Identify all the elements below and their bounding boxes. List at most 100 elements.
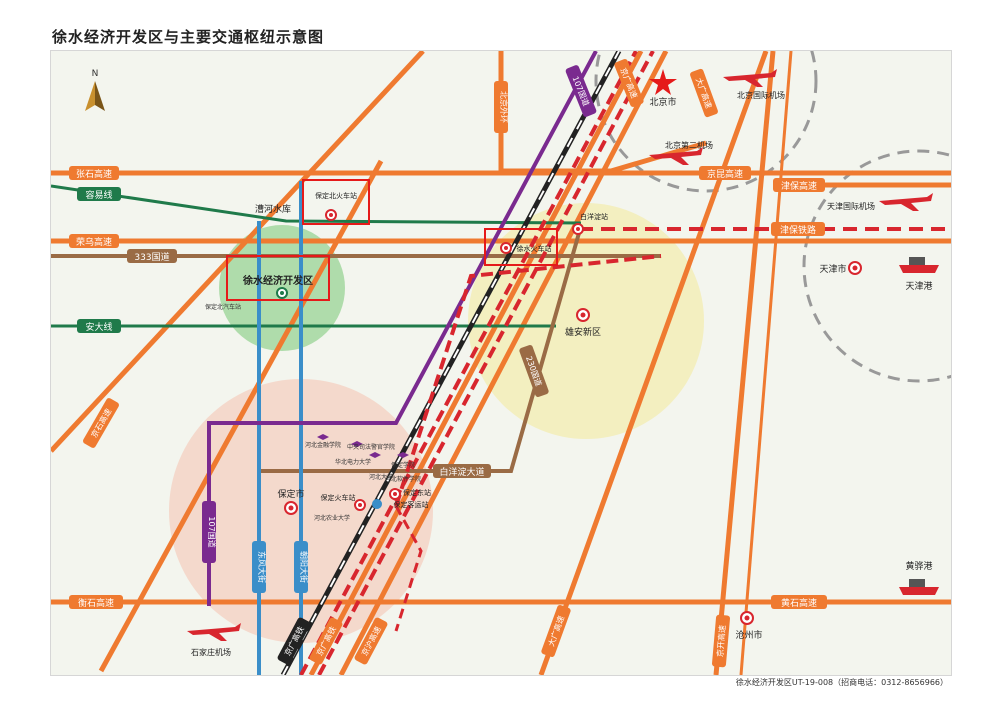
place-shijiazhuang-airport: 石家庄机场: [191, 647, 231, 657]
road-label-jingkun: 京昆高速: [699, 166, 751, 180]
road-label-daguang-bottom: 大广高速: [541, 605, 571, 657]
road-line-jinghu: [713, 51, 776, 675]
svg-text:衡石高速: 衡石高速: [78, 597, 114, 609]
target-icon-xushui-zone: [276, 287, 288, 299]
svg-text:京昆高速: 京昆高速: [707, 168, 743, 180]
svg-text:东风大街: 东风大街: [257, 551, 267, 583]
place-xiongan: 雄安新区: [565, 326, 601, 338]
university-label: 保定学院: [391, 461, 415, 469]
road-label-333: 333国道: [127, 249, 177, 263]
ship-icon: [899, 579, 939, 595]
university-label: 中央司法警官学院: [347, 443, 395, 451]
highlight-box-xushui-station: [484, 228, 558, 266]
airplane-icon: [723, 69, 777, 87]
airplane-icon: [879, 193, 933, 211]
svg-text:张石高速: 张石高速: [76, 168, 112, 180]
place-baoding-bus-center: 保定客运站: [394, 500, 429, 509]
svg-text:津保铁路: 津保铁路: [780, 224, 816, 236]
road-line-jingkai: [338, 51, 669, 675]
svg-text:333国道: 333国道: [134, 251, 169, 263]
place-tianjin-airport: 天津国际机场: [827, 201, 875, 211]
place-baoding-bus-station: 保定北汽车站: [205, 303, 241, 311]
svg-text:白洋淀大道: 白洋淀大道: [439, 466, 484, 478]
svg-text:北京外环: 北京外环: [499, 91, 509, 123]
page-title: 徐水经济开发区与主要交通枢纽示意图: [52, 28, 325, 46]
map-frame[interactable]: 张石高速 容易线 荣乌高速 333国道 安大线 衡石高速 黄石高速 京昆高速 津…: [50, 50, 952, 676]
svg-text:荣乌高速: 荣乌高速: [76, 236, 112, 248]
svg-text:N: N: [92, 69, 99, 79]
target-icon-baoding-north: [325, 209, 337, 221]
university-label: 河北农业大学: [314, 514, 350, 522]
road-label-jinghu-bottom: 京开高速: [712, 614, 730, 668]
place-huanghua-port: 黄骅港: [905, 560, 932, 572]
place-cangzhou: 沧州市: [735, 629, 762, 641]
target-icon-baiyangdian: [572, 223, 584, 235]
target-icon-xushui-station: [500, 242, 512, 254]
road-label-rongyi: 容易线: [77, 187, 121, 201]
place-beijing-airport: 北京国际机场: [737, 90, 785, 100]
place-tianjin: 天津市: [819, 263, 846, 275]
road-label-daguang-top: 大广高速: [690, 68, 718, 118]
road-line-huangshi: [51, 51, 425, 453]
svg-text:107国道: 107国道: [207, 516, 217, 547]
road-line-daguang: [538, 51, 769, 675]
svg-text:容易线: 容易线: [85, 189, 112, 201]
highlight-box-xushui-zone: [226, 255, 330, 301]
place-baoding-city: 保定市: [277, 488, 304, 500]
university-icon: [397, 452, 409, 458]
university-label: 华北电力大学: [335, 458, 371, 466]
university-icon: [351, 441, 363, 447]
place-baoding-east: 保定东站: [403, 488, 431, 497]
bus-icon: [372, 499, 382, 509]
road-label-beijing-ring: 北京外环: [494, 81, 509, 133]
star-icon: [649, 69, 677, 95]
road-label-shihuang-right: 黄石高速: [771, 595, 827, 609]
svg-text:津保高速: 津保高速: [781, 180, 817, 192]
transport-map[interactable]: 张石高速 容易线 荣乌高速 333国道 安大线 衡石高速 黄石高速 京昆高速 津…: [51, 51, 951, 675]
road-label-anda: 安大线: [77, 319, 121, 333]
svg-text:黄石高速: 黄石高速: [781, 597, 817, 609]
road-label-jinbao: 津保高速: [773, 178, 825, 192]
road-label-huangshi-diag: 京石高速: [83, 398, 119, 448]
target-icon-xiongan: [576, 308, 590, 322]
compass-arrow-icon: [85, 81, 95, 111]
place-xushui-station: 徐水火车站: [517, 244, 552, 253]
road-label-chaoyang: 朝阳大街: [294, 541, 309, 593]
rail-line-south: [394, 505, 423, 632]
rail-line-xiong: [394, 254, 662, 507]
place-baoding-north-station: 保定北火车站: [315, 191, 357, 200]
road-label-rongwu: 荣乌高速: [69, 234, 119, 248]
university-icon: [317, 434, 329, 440]
tianjin-zone: [802, 149, 951, 383]
beijing-zone: [594, 51, 818, 193]
place-baiyangdian-station: 白洋淀站: [580, 212, 608, 221]
road-line-east: [739, 51, 793, 675]
place-beijing-second-airport: 北京第二机场: [665, 140, 713, 150]
road-line-rongyi: [51, 184, 582, 225]
place-tianjin-port: 天津港: [905, 280, 932, 292]
target-icon-baoding-city: [284, 501, 298, 515]
place-caohe-reservoir: 漕河水库: [255, 203, 291, 215]
target-icon-baoding-east: [389, 488, 401, 500]
road-line-jinggang: [308, 51, 644, 675]
rail-line-red-1: [299, 51, 638, 675]
road-label-shihuang-left: 衡石高速: [69, 595, 123, 609]
rail-line-black: [280, 51, 622, 675]
road-label-dongfeng: 东风大街: [252, 541, 267, 593]
road-label-baiyang: 白洋淀大道: [433, 464, 491, 478]
airplane-icon: [649, 147, 703, 165]
svg-text:京开高速: 京开高速: [715, 625, 728, 658]
university-icon: [369, 452, 381, 458]
svg-text:安大线: 安大线: [85, 321, 112, 333]
road-label-zhangshi: 张石高速: [69, 166, 119, 180]
footer-note: 徐水经济开发区UT-19-008（招商电话：0312-8656966）: [735, 678, 948, 687]
road-label-g107-bottom: 107国道: [202, 501, 217, 563]
svg-text:朝阳大街: 朝阳大街: [299, 551, 309, 583]
place-xushui-zone: 徐水经济开发区: [242, 274, 313, 287]
airplane-icon: [187, 623, 241, 641]
road-label-jinbao-rail: 津保铁路: [771, 222, 825, 236]
rail-line-red-2: [317, 51, 655, 675]
university-label: 河北大学: [369, 473, 393, 481]
place-beijing: 北京市: [649, 96, 676, 108]
place-baoding-station: 保定火车站: [321, 493, 356, 502]
